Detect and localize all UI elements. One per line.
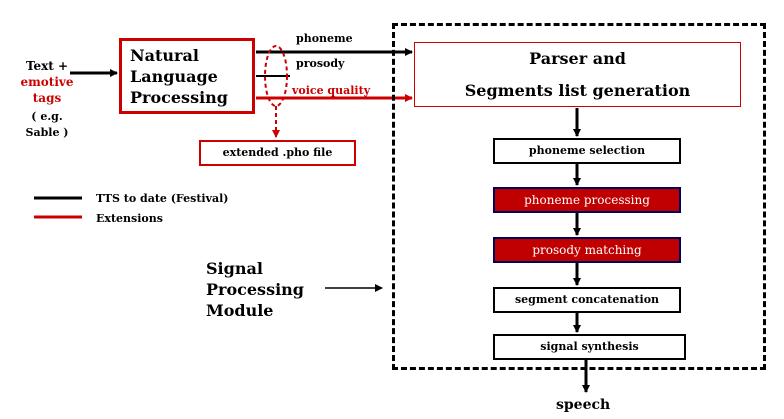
parser-line-2: Segments list generation bbox=[464, 81, 691, 100]
branch-ellipse bbox=[264, 45, 288, 107]
speech-output-label: speech bbox=[556, 397, 611, 413]
pho-file-box: extended .pho file bbox=[199, 140, 356, 166]
parser-box: Parser and Segments list generation bbox=[414, 42, 741, 107]
nlp-title-line-2: Language bbox=[130, 67, 218, 86]
legend-tts-label: TTS to date (Festival) bbox=[96, 192, 229, 205]
input-line-1: Text + bbox=[25, 59, 69, 73]
parser-line-1: Parser and bbox=[529, 49, 626, 68]
input-line-3: ( e.g. Sable ) bbox=[25, 110, 69, 139]
signal-module-label: Signal Processing Module bbox=[206, 258, 304, 321]
input-line-2: emotive tags bbox=[20, 75, 74, 105]
signal-module-line-1: Signal bbox=[206, 259, 263, 278]
step-signal-synthesis: signal synthesis bbox=[493, 334, 686, 360]
step-segment-concatenation: segment concatenation bbox=[493, 287, 681, 313]
signal-module-line-2: Processing bbox=[206, 280, 304, 299]
nlp-box: Natural Language Processing bbox=[119, 38, 255, 114]
voice-quality-label: voice quality bbox=[292, 84, 371, 97]
prosody-label: prosody bbox=[296, 57, 345, 70]
signal-module-line-3: Module bbox=[206, 301, 274, 320]
nlp-title-line-3: Processing bbox=[130, 88, 228, 107]
step-phoneme-selection: phoneme selection bbox=[493, 138, 681, 164]
legend-extensions-label: Extensions bbox=[96, 212, 163, 225]
nlp-title-line-1: Natural bbox=[130, 46, 199, 65]
step-phoneme-processing: phoneme processing bbox=[493, 187, 681, 213]
signal-processing-module bbox=[392, 23, 766, 370]
input-text-label: Text + emotive tags ( e.g. Sable ) bbox=[14, 58, 80, 141]
step-prosody-matching: prosody matching bbox=[493, 237, 681, 263]
phoneme-label: phoneme bbox=[296, 32, 353, 45]
